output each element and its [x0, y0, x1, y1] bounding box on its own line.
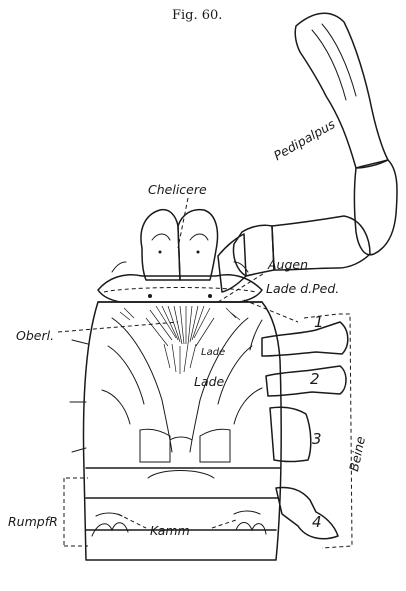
label-lade-ped: Lade d.Ped.: [266, 283, 339, 296]
leg-number-4: 4: [312, 515, 322, 530]
body-outline: [84, 302, 282, 560]
leg-number-1: 1: [314, 315, 324, 330]
mouth-hairs: [120, 306, 240, 374]
label-oberl: Oberl.: [16, 330, 54, 343]
label-rumpfr: RumpfR: [8, 516, 58, 529]
leg-number-2: 2: [310, 372, 320, 387]
pedipalpus-drawing: [218, 13, 397, 292]
label-chelicere: Chelicere: [148, 184, 207, 197]
label-kamm: Kamm: [150, 525, 190, 538]
pointer-lines: [58, 198, 352, 548]
figure-caption: Fig. 60.: [172, 9, 222, 22]
coxae-structures: [102, 318, 262, 478]
leg-number-3: 3: [312, 432, 322, 447]
chelicerae-drawing: [141, 210, 218, 280]
label-lade-small: Lade: [201, 348, 225, 358]
label-lade: Lade: [194, 376, 224, 389]
label-augen: Augen: [268, 259, 308, 272]
